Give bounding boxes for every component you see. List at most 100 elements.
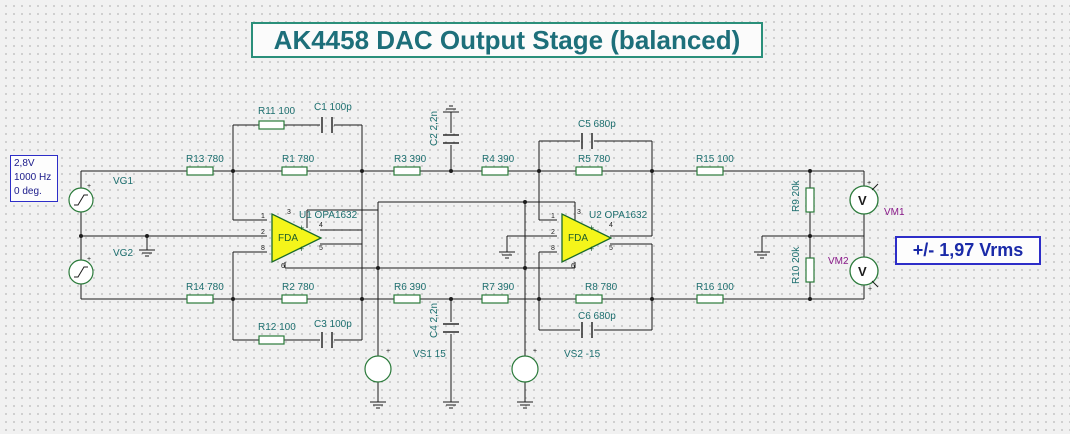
svg-text:6: 6 (571, 263, 575, 270)
generator-settings-box[interactable]: 2,8V 1000 Hz 0 deg. (10, 155, 58, 202)
svg-text:2: 2 (261, 229, 265, 236)
supply-vs1: + (364, 348, 392, 383)
resistor-r7 (481, 294, 509, 304)
resistor-r3 (393, 166, 421, 176)
resistors (186, 120, 815, 345)
ground-icon (517, 401, 533, 409)
resistor-r9 (805, 187, 815, 213)
svg-text:+: + (533, 348, 537, 355)
opamp-u2: FDA + + 1 2 8 3 4 5 6 (551, 209, 613, 270)
ground-icon (754, 251, 770, 259)
label-r7: R7 390 (482, 282, 515, 293)
svg-text:+: + (386, 348, 390, 355)
junctions (79, 169, 812, 301)
svg-text:+: + (87, 183, 91, 190)
ground-icon (499, 251, 515, 259)
capacitor-c2 (443, 134, 459, 144)
svg-text:1: 1 (551, 213, 555, 220)
wires (80, 112, 865, 402)
svg-text:4: 4 (609, 222, 613, 229)
label-r5: R5 780 (578, 154, 611, 165)
component-labels: VG1 VG2 R11 100 C1 100p R13 780 R1 780 R… (113, 102, 905, 360)
ground-icon (443, 105, 459, 113)
resistor-r6 (393, 294, 421, 304)
supply-vs2: + (511, 348, 539, 383)
label-c1: C1 100p (314, 102, 352, 113)
ground-icon (139, 249, 155, 257)
label-vm1: VM1 (884, 207, 905, 218)
voltmeter-vm2: V + (849, 256, 879, 293)
opamp-u1: FDA + + 1 2 8 3 4 5 6 (261, 209, 323, 270)
svg-text:FDA: FDA (568, 233, 588, 244)
label-vs2: VS2 -15 (564, 349, 601, 360)
resistor-r16 (696, 294, 724, 304)
svg-text:5: 5 (319, 245, 323, 252)
label-r3: R3 390 (394, 154, 427, 165)
label-vm2: VM2 (828, 256, 849, 267)
generator-amplitude: 2,8V (14, 158, 35, 169)
resistor-r2 (281, 294, 308, 304)
svg-text:+: + (589, 244, 594, 254)
ground-symbols (139, 105, 770, 409)
resistor-r14 (186, 294, 214, 304)
label-r4: R4 390 (482, 154, 515, 165)
label-vg2: VG2 (113, 248, 133, 259)
output-voltage-value: +/- 1,97 Vrms (912, 240, 1024, 260)
svg-text:+: + (589, 223, 594, 233)
label-r1: R1 780 (282, 154, 315, 165)
ground-icon (370, 401, 386, 409)
resistor-r5 (575, 166, 603, 176)
label-u1: U1 OPA1632 (299, 210, 358, 221)
svg-text:5: 5 (609, 245, 613, 252)
capacitor-c3 (321, 332, 333, 348)
svg-text:+: + (299, 244, 304, 254)
resistor-r13 (186, 166, 214, 176)
voltmeter-vm1: V + (849, 180, 879, 215)
label-r9: R9 20k (791, 179, 802, 212)
capacitor-c5 (581, 133, 593, 149)
label-c3: C3 100p (314, 319, 352, 330)
label-r14: R14 780 (186, 282, 224, 293)
label-u2: U2 OPA1632 (589, 210, 648, 221)
label-r6: R6 390 (394, 282, 427, 293)
svg-text:+: + (867, 180, 871, 187)
label-r12: R12 100 (258, 322, 296, 333)
resistor-r4 (481, 166, 509, 176)
label-r8: R8 780 (585, 282, 618, 293)
label-r2: R2 780 (282, 282, 315, 293)
svg-text:8: 8 (261, 245, 265, 252)
title-banner: AK4458 DAC Output Stage (balanced) (251, 22, 763, 58)
ground-icon (443, 401, 459, 409)
capacitors (321, 117, 593, 348)
generator-vg2: + (68, 256, 94, 285)
generator-phase: 0 deg. (14, 186, 42, 197)
label-c5: C5 680p (578, 119, 616, 130)
resistor-r12 (258, 335, 285, 345)
svg-text:3: 3 (577, 209, 581, 216)
svg-text:V: V (858, 193, 867, 208)
resistor-r1 (281, 166, 308, 176)
label-c6: C6 680p (578, 311, 616, 322)
label-r15: R15 100 (696, 154, 734, 165)
capacitor-c6 (581, 322, 593, 338)
svg-text:8: 8 (551, 245, 555, 252)
resistor-r8 (575, 294, 603, 304)
svg-text:2: 2 (551, 229, 555, 236)
label-c2: C2 2,2n (429, 111, 440, 146)
svg-text:FDA: FDA (278, 233, 298, 244)
generator-frequency: 1000 Hz (14, 172, 52, 183)
resistor-r15 (696, 166, 724, 176)
resistor-r11 (258, 120, 285, 130)
capacitor-c1 (321, 117, 333, 133)
svg-text:4: 4 (319, 222, 323, 229)
label-r10: R10 20k (791, 246, 802, 284)
svg-text:3: 3 (287, 209, 291, 216)
svg-text:6: 6 (281, 263, 285, 270)
svg-text:+: + (87, 256, 91, 263)
label-r16: R16 100 (696, 282, 734, 293)
svg-text:+: + (299, 223, 304, 233)
label-c4: C4 2,2n (429, 303, 440, 338)
generator-vg1: + (68, 183, 94, 213)
